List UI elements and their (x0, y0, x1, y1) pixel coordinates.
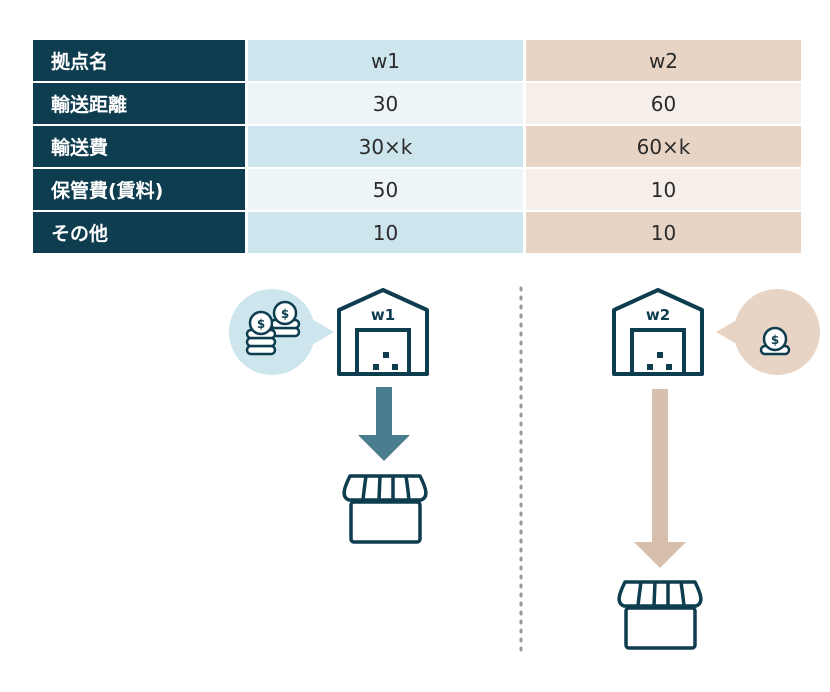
row-header-site-name: 拠点名 (33, 40, 245, 81)
row-header-transport-cost: 輸送費 (33, 126, 245, 167)
dollar-icon: $ (257, 317, 265, 331)
cell-w1-site-name: w1 (248, 40, 523, 81)
cell-w1-transport-distance: 30 (248, 83, 523, 124)
warehouse-w1-icon (337, 288, 429, 376)
cost-comparison-table: 拠点名 w1 w2 輸送距離 30 60 輸送費 30×k 60×k 保管費(賃… (33, 40, 801, 253)
store-w1-icon (342, 474, 428, 544)
cell-w2-transport-cost: 60×k (526, 126, 801, 167)
warehouse-w2-label: w2 (646, 306, 670, 324)
cell-w2-transport-distance: 60 (526, 83, 801, 124)
row-header-other: その他 (33, 212, 245, 253)
cell-w1-storage-cost: 50 (248, 169, 523, 210)
arrow-down-icon (358, 387, 410, 461)
cell-w1-other: 10 (248, 212, 523, 253)
cell-w2-storage-cost: 10 (526, 169, 801, 210)
dollar-icon: $ (281, 307, 289, 321)
cell-w1-transport-cost: 30×k (248, 126, 523, 167)
warehouse-w1-label: w1 (371, 306, 395, 324)
store-w2-icon (617, 580, 703, 650)
dollar-icon: $ (771, 333, 779, 347)
warehouse-w2-icon (612, 288, 704, 376)
row-header-storage-cost: 保管費(賃料) (33, 169, 245, 210)
coin-stack-icon (245, 300, 301, 356)
cell-w2-other: 10 (526, 212, 801, 253)
coin-icon (759, 326, 791, 356)
cell-w2-site-name: w2 (526, 40, 801, 81)
arrow-down-icon (634, 389, 686, 568)
row-header-transport-distance: 輸送距離 (33, 83, 245, 124)
